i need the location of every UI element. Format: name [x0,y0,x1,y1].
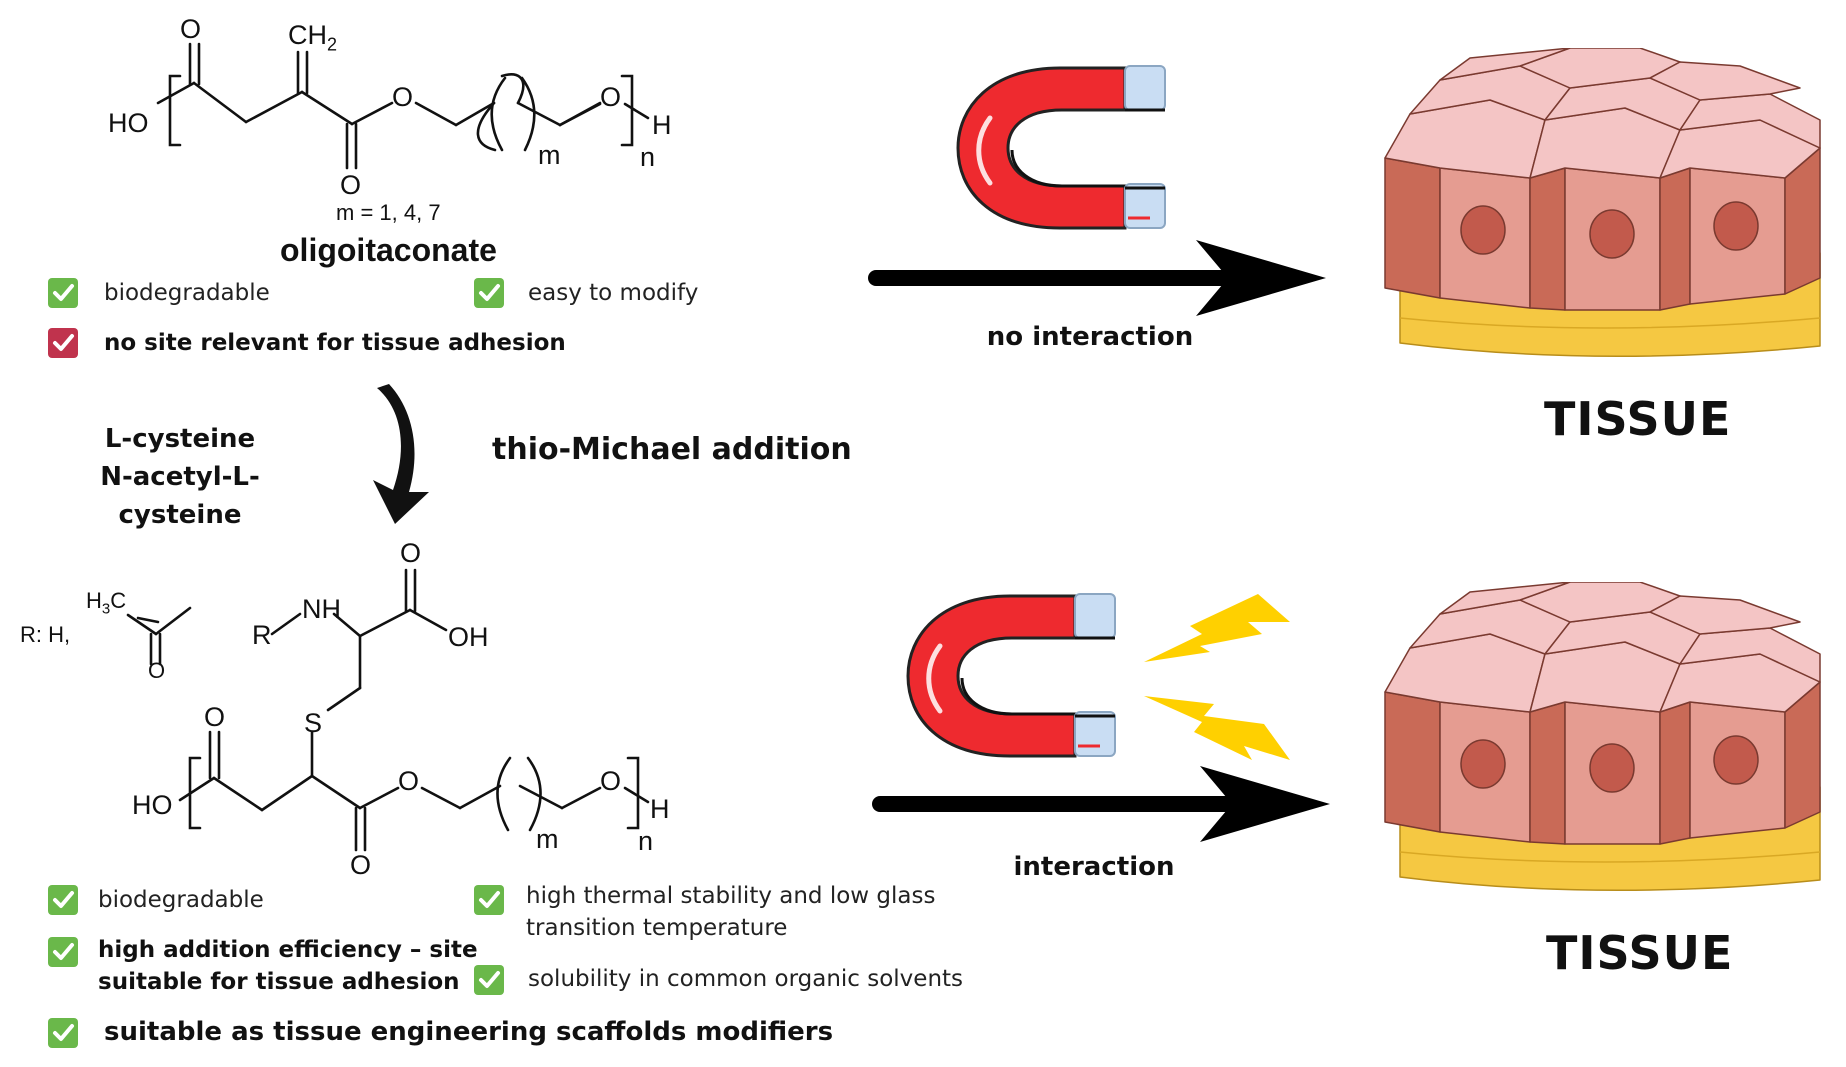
atom-o-acid: O [400,538,422,568]
property-solubility: solubility in common organic solvents [528,966,964,992]
atom-o-top-2: O [204,702,226,732]
atom-o-ester-2: O [398,766,420,796]
reaction-name: thio-Michael addition [492,432,852,467]
property-easy-to-modify: easy to modify [528,280,699,306]
atom-o-top: O [180,14,202,44]
check-green-icon [474,885,504,915]
atom-h3c: H3C [86,588,127,618]
check-red-icon [48,328,78,358]
subscript-n: n [640,142,656,172]
property-scaffold-modifiers: suitable as tissue engineering scaffolds… [104,1017,834,1047]
atom-ch2: CH2 [288,20,338,55]
atom-o-bottom: O [340,170,362,200]
property-biodegradable-2: biodegradable [98,887,264,913]
arrow-right-icon-bottom [872,766,1330,842]
label-interaction: interaction [1013,852,1175,882]
r-substituent-label: R: H, [20,622,71,647]
subscript-n-2: n [638,826,654,856]
check-green-icon [474,965,504,995]
property-thermal-stability-line1: high thermal stability and low glass [526,883,936,909]
property-addition-efficiency-line2: suitable for tissue adhesion [98,969,460,995]
atom-ho-2: HO [132,790,173,820]
atom-o-bottom-2: O [350,850,372,880]
oligoitaconate-bonds [156,42,650,170]
m-values: m = 1, 4, 7 [336,200,441,225]
subscript-m: m [538,140,561,170]
reagent-n-acetyl-l-cysteine: N-acetyl-L-cysteine [100,462,260,530]
atom-o-end: O [600,82,622,112]
magnet-icon [906,593,1116,758]
reaction-arrow [373,384,429,524]
check-green-icon [48,1018,78,1048]
atom-h-end-2: H [650,794,670,824]
atom-nh: NH [302,594,341,624]
atom-o-ester: O [392,82,414,112]
reagent-l-cysteine: L-cysteine [104,424,256,454]
arrow-right-icon-top [868,240,1326,316]
tissue-block-top [1384,48,1821,358]
check-green-icon [48,885,78,915]
tissue-block-bottom [1384,582,1821,892]
check-green-icon [48,937,78,967]
atom-o-end-2: O [600,766,622,796]
check-green-icon [48,278,78,308]
check-green-icon [474,278,504,308]
atom-acetyl-o: O [148,658,166,683]
lightning-bolt-icon [1144,696,1290,760]
magnet-icon [956,65,1166,230]
property-no-adhesion-site: no site relevant for tissue adhesion [104,330,566,356]
property-biodegradable: biodegradable [104,280,270,306]
tissue-label-top: TISSUE [1544,392,1732,446]
atom-r: R [252,620,272,650]
tissue-label-bottom: TISSUE [1546,926,1734,980]
atom-oh: OH [448,622,489,652]
compound-name-oligoitaconate: oligoitaconate [280,232,497,268]
atom-ho: HO [108,108,149,138]
lightning-bolt-icon [1144,594,1290,662]
property-addition-efficiency-line1: high addition efficiency – site [98,937,478,963]
atom-s: S [304,708,323,738]
subscript-m-2: m [536,824,559,854]
label-no-interaction: no interaction [986,322,1194,352]
modified-structure-bonds [126,568,650,852]
property-thermal-stability-line2: transition temperature [526,915,788,941]
atom-h-end: H [652,110,672,140]
